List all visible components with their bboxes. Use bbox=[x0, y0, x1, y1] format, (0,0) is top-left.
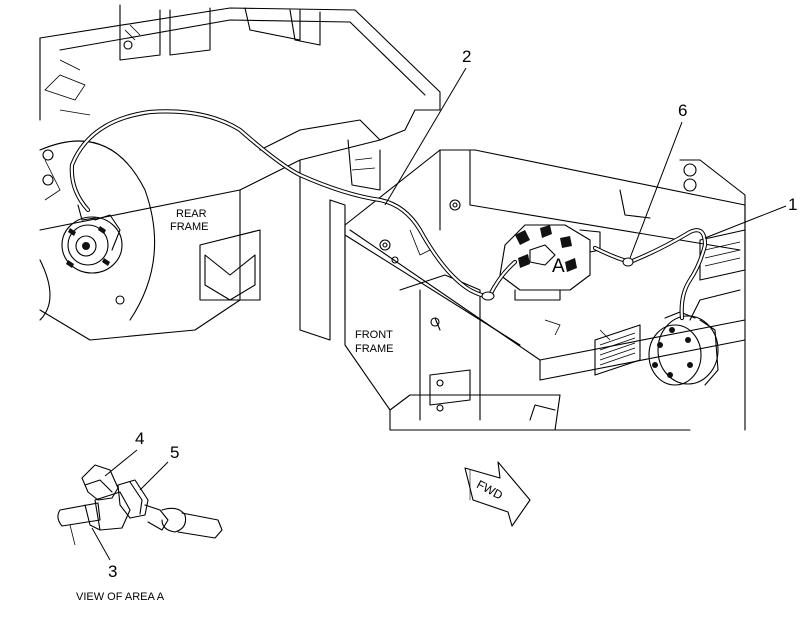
hose-2 bbox=[69, 109, 493, 298]
rear-frame-label-line1: REAR bbox=[176, 208, 207, 220]
area-a-marker: A bbox=[552, 256, 565, 277]
forward-arrow-text: FWD bbox=[474, 477, 505, 502]
hose-1 bbox=[592, 228, 708, 321]
callout-5: 5 bbox=[139, 443, 179, 491]
callout-5-number: 5 bbox=[170, 443, 179, 462]
front-frame-label-line1: FRONT bbox=[355, 329, 393, 341]
callout-6: 6 bbox=[629, 101, 687, 259]
rear-motor bbox=[61, 204, 123, 274]
hose-segment-a bbox=[481, 259, 518, 301]
view-caption: VIEW OF AREA A bbox=[76, 591, 165, 603]
callout-3-number: 3 bbox=[108, 562, 117, 581]
callout-6-number: 6 bbox=[678, 101, 687, 120]
callout-4-number: 4 bbox=[135, 429, 144, 448]
rear-frame-label: REAR FRAME bbox=[170, 208, 209, 233]
callout-2: 2 bbox=[384, 47, 471, 206]
callout-1-number: 1 bbox=[788, 195, 797, 214]
callout-1: 1 bbox=[704, 195, 797, 239]
callout-3: 3 bbox=[91, 527, 117, 581]
callout-4: 4 bbox=[104, 429, 144, 477]
detail-view-area-a bbox=[57, 464, 223, 546]
forward-direction-arrow: FWD bbox=[464, 461, 531, 527]
front-frame-label: FRONT FRAME bbox=[355, 329, 394, 355]
front-motor bbox=[648, 311, 719, 386]
callout-2-number: 2 bbox=[462, 47, 471, 66]
rear-frame-label-line2: FRAME bbox=[170, 221, 209, 233]
rear-frame-structure bbox=[39, 4, 441, 341]
front-frame-label-line2: FRAME bbox=[355, 343, 394, 355]
control-valve-assembly bbox=[499, 224, 601, 301]
